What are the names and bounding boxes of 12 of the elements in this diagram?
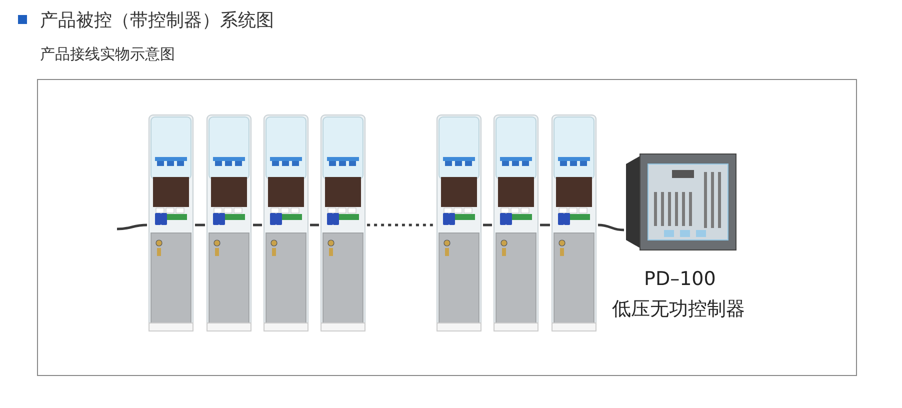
cable <box>598 224 624 232</box>
cable <box>483 224 492 226</box>
cable <box>310 224 319 226</box>
title: 产品被控（带控制器）系统图 <box>40 9 274 32</box>
cable <box>116 224 148 230</box>
device-label: PD–100 <box>644 268 716 290</box>
device-label: 低压无功控制器 <box>612 297 745 322</box>
subtitle: 产品接线实物示意图 <box>40 45 175 64</box>
cable <box>540 224 550 226</box>
cable <box>253 224 262 226</box>
cable <box>367 224 435 226</box>
cable <box>195 224 205 226</box>
